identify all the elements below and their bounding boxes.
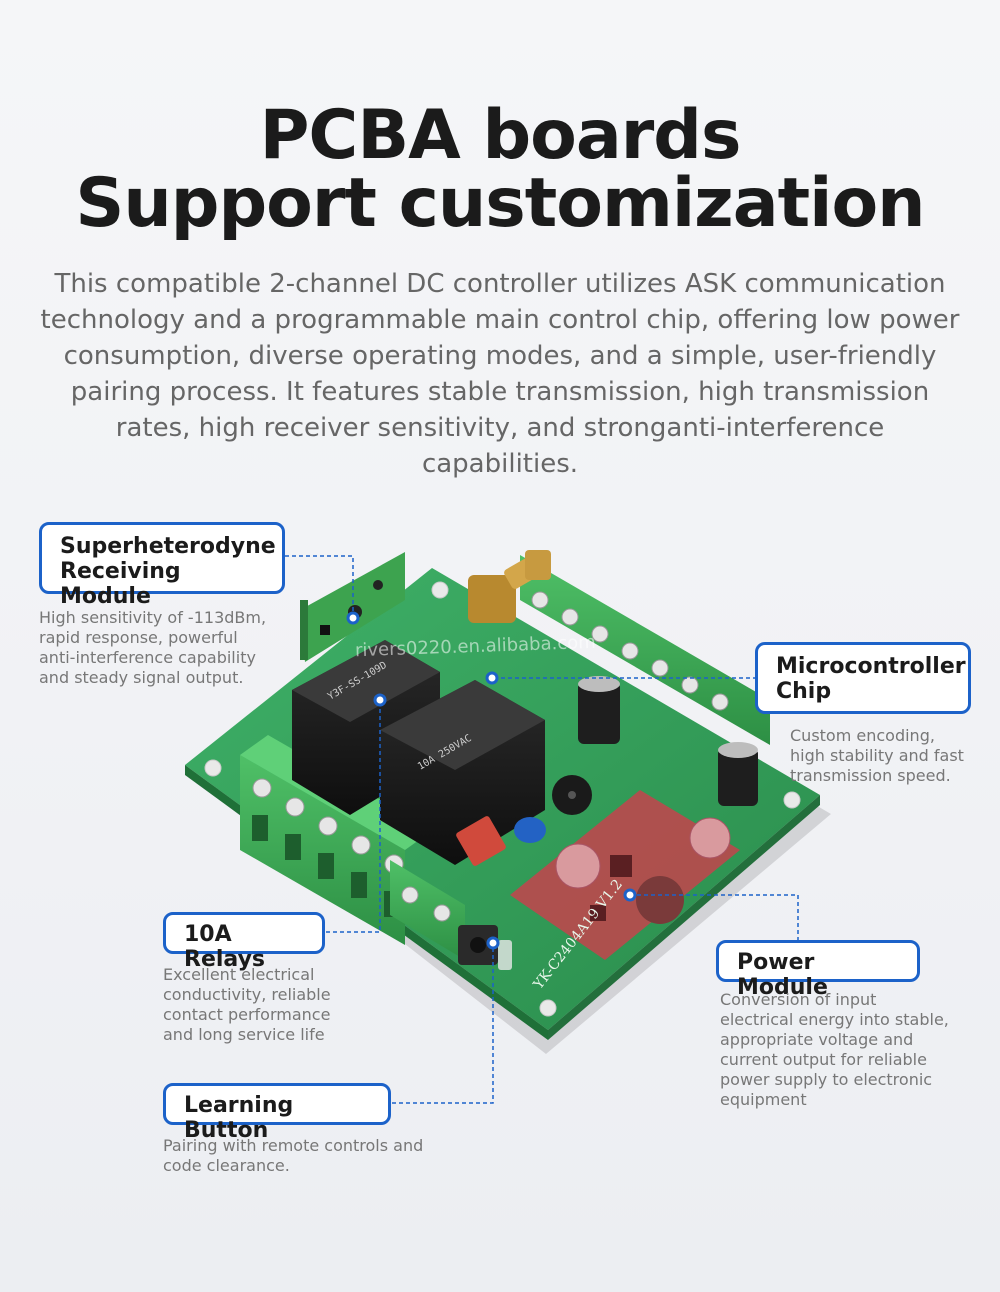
relay-right: 10A 250VAC <box>380 680 545 865</box>
electrolytic-capacitors <box>578 676 758 806</box>
callout-dots <box>346 611 637 950</box>
relays-label: 10A Relays <box>163 912 325 972</box>
film-capacitor <box>456 816 506 866</box>
ceramic-capacitor <box>514 817 546 843</box>
page-title-line-1: PCBA boards <box>259 96 742 175</box>
antenna-connector <box>468 550 551 623</box>
receiver-module-desc: High sensitivity of -113dBm, rapid respo… <box>39 608 267 687</box>
learning-button-label: Learning Button <box>163 1083 391 1143</box>
learning-button-component <box>458 925 512 970</box>
microcontroller-chip-label: Microcontroller Chip <box>755 642 971 714</box>
callout-leaders <box>285 555 799 1104</box>
page-title-line-2: Support customization <box>75 164 925 243</box>
mounting-holes <box>204 581 801 1017</box>
power-module-desc: Conversion of input electrical energy in… <box>720 990 949 1109</box>
screw-terminals-right <box>520 555 770 745</box>
power-module-label: Power Module <box>716 940 920 1000</box>
power-module <box>510 790 740 960</box>
relays-desc: Excellent electrical conductivity, relia… <box>163 965 331 1044</box>
receiver-module-label: Superheterodyne Receiving Module <box>39 522 285 609</box>
microcontroller-chip-desc: Custom encoding, high stability and fast… <box>790 726 964 785</box>
intro-paragraph: This compatible 2-channel DC controller … <box>40 269 960 479</box>
learning-button-desc: Pairing with remote controls and code cl… <box>163 1136 424 1175</box>
